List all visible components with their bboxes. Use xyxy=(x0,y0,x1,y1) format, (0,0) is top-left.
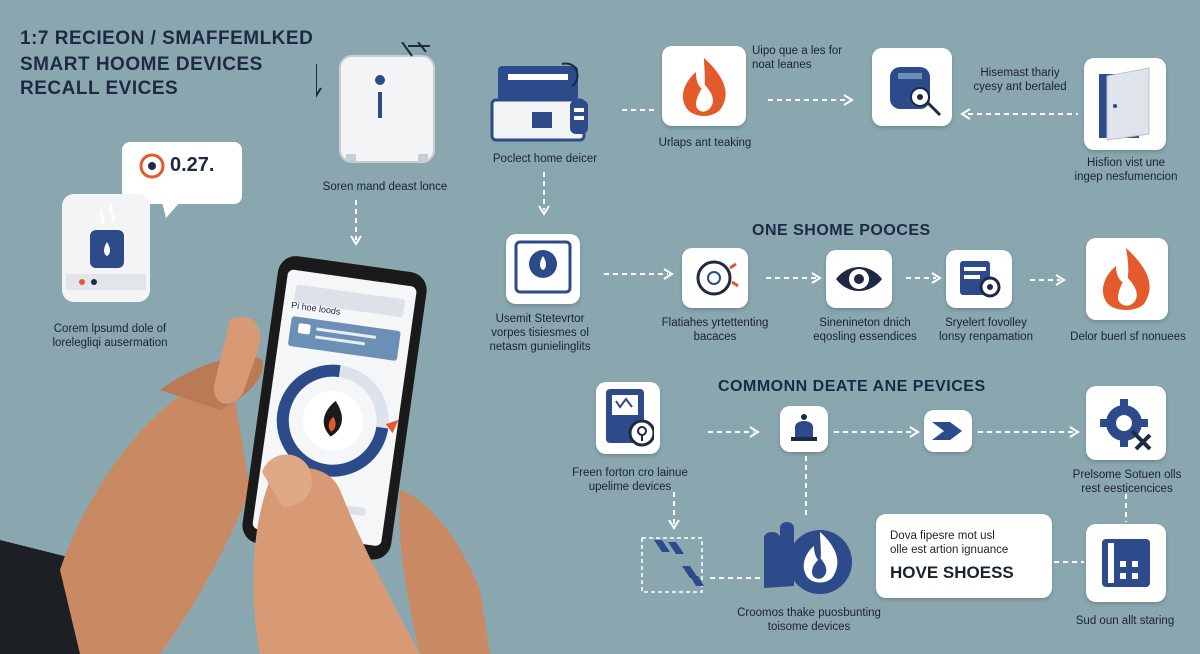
gear-card xyxy=(1086,386,1166,460)
down-connector xyxy=(800,456,812,520)
dial-icon xyxy=(696,260,739,296)
hand-icon xyxy=(0,256,490,654)
dial-card xyxy=(682,248,748,308)
arrow-r1-1 xyxy=(622,104,662,116)
bell-card xyxy=(780,406,828,452)
burn-hand-icon xyxy=(764,522,852,594)
row1-node1-caption: Poclect home deicer xyxy=(492,153,598,165)
section3-bottom-mid: Croomos thake puosbunting toisome device… xyxy=(737,607,881,633)
arrow-s3-1 xyxy=(708,426,764,438)
section2-cap5: Delor buerl sf nonuees xyxy=(1070,331,1186,343)
bell-icon xyxy=(791,414,817,441)
section2-heading: ONE SHOME POOCES xyxy=(752,222,931,239)
meter-card xyxy=(596,382,660,454)
hand-holding-phone xyxy=(0,240,490,654)
section3-bottom-right: Sud oun allt staring xyxy=(1075,615,1175,627)
section3-cap4: Prelsome Sotuen olls rest eesticencices xyxy=(1072,469,1182,495)
speech-bubble xyxy=(122,142,244,222)
door-lock-icon xyxy=(316,42,435,163)
section2-cap1: Usemit Stetevrtor vorpes tisiesmes ol ne… xyxy=(489,313,591,353)
burn-hand xyxy=(758,508,858,598)
title-line-3: RECALL EVICES xyxy=(20,78,179,99)
row1-node3-top: Hisemast thariy cyesy ant bertaled xyxy=(973,67,1067,93)
arrow-s3-2 xyxy=(834,426,924,438)
printer-node xyxy=(488,60,608,150)
flame-card xyxy=(662,46,746,126)
device-top-caption: Soren mand deast lonce xyxy=(322,181,448,193)
title-line-1: 1:7 RECIEON / SMAFFEMLKED xyxy=(20,28,314,49)
eye-icon xyxy=(836,267,882,291)
fire-card xyxy=(1086,238,1168,320)
door-card xyxy=(1084,58,1166,150)
section3-cap1: Freen forton cro lainue upelime devices xyxy=(572,467,688,493)
down-arrow-4 xyxy=(1120,494,1132,526)
thermostat-icon xyxy=(514,240,572,294)
arrow-s2-3 xyxy=(906,272,946,284)
printer-icon xyxy=(490,62,588,142)
arrow-s2-1 xyxy=(604,268,678,280)
radiator-card xyxy=(1086,524,1166,602)
toaster-gear-icon xyxy=(890,67,942,117)
arrow-icon xyxy=(932,422,962,440)
callout-box: Dova fipesre mot usl olle est artion ign… xyxy=(876,514,1052,598)
arrow-r1-3 xyxy=(960,108,1080,120)
hazard-pattern xyxy=(640,536,710,596)
meter-icon xyxy=(606,389,654,447)
smart-device-box xyxy=(316,42,456,172)
title-line-2: SMART HOOME DEVICES xyxy=(20,54,263,75)
arrow-s3-3 xyxy=(978,426,1084,438)
eye-card xyxy=(826,250,892,308)
section2-cap4: Sryelert fovolley lonsy renpamation xyxy=(939,317,1033,343)
section2-cap2: Flatiahes yrtettenting bacaces xyxy=(661,317,769,343)
tablet-card xyxy=(946,250,1012,308)
tablet-gear-icon xyxy=(960,261,1001,298)
down-arrow-3 xyxy=(668,492,680,532)
row1-node2-caption: Urlaps ant teaking xyxy=(658,137,752,149)
heater-caption: Corem lpsumd dole of lorelegliqi auserma… xyxy=(52,323,168,349)
gear-wrench-icon xyxy=(1100,399,1152,451)
row1-node4-caption: Hisfion vist une ingep nesfumencion xyxy=(1074,157,1178,183)
arrow-s2-4 xyxy=(1030,274,1070,286)
radiator-icon xyxy=(1102,539,1150,587)
down-arrow-2 xyxy=(538,172,550,218)
arrow-s3-5 xyxy=(1054,556,1094,568)
arrow-s2-2 xyxy=(766,272,826,284)
arrow-r1-2 xyxy=(768,94,858,106)
speech-bubble-value: 0.27. xyxy=(170,154,215,176)
door-icon xyxy=(1099,67,1150,141)
hazard-pattern-icon xyxy=(641,537,704,593)
callout-big-text: HOVE SHOESS xyxy=(890,563,1014,582)
row1-node2-top: Uipo que a les for noat leanes xyxy=(752,45,843,71)
heater-device xyxy=(62,190,152,310)
arrow-card xyxy=(924,410,972,452)
toaster-card xyxy=(872,48,952,126)
fire-icon xyxy=(1102,248,1150,310)
down-arrow-1 xyxy=(350,200,362,248)
callout-small-text: Dova fipesre mot usl olle est artion ign… xyxy=(890,530,1009,556)
flame-icon xyxy=(682,58,726,116)
section3-heading: COMMONN DEATE ANE PEVICES xyxy=(718,378,986,395)
heater-icon xyxy=(62,194,150,302)
thermostat-card xyxy=(506,234,580,304)
section2-cap3: Sinenineton dnich eqosling essendices xyxy=(813,317,917,343)
